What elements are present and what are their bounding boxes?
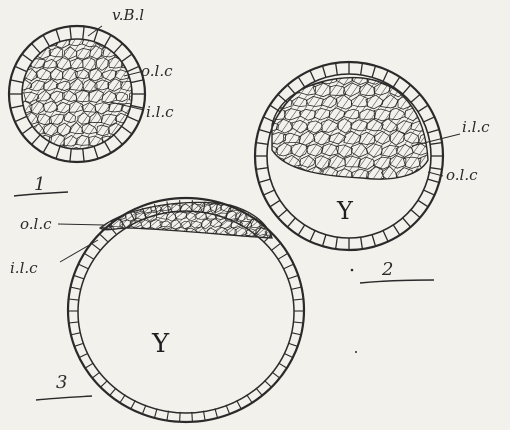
label-ilc-fig3: i.l.c: [10, 259, 38, 277]
figure-1-number: 1: [34, 174, 45, 195]
label-olc-fig2: o.l.c: [446, 166, 478, 184]
label-ilc-fig1: i.l.c: [146, 103, 174, 121]
label-ilc-fig2: i.l.c: [462, 118, 490, 136]
yolk-label-fig3: Y: [151, 329, 170, 359]
label-olc-fig3: o.l.c: [20, 215, 52, 233]
label-vbl: v.B.l: [112, 6, 144, 24]
label-olc-fig1: o.l.c: [141, 62, 173, 80]
figure-3-number: 3: [56, 372, 67, 393]
figure-2-number: 2: [381, 259, 393, 280]
figure-2-underline: [360, 280, 434, 283]
figure-3-underline: [36, 396, 92, 400]
yolk-label-fig2: Y: [336, 197, 354, 225]
figure-3-embryo: [68, 195, 304, 422]
figure-1-embryo: [9, 26, 149, 162]
